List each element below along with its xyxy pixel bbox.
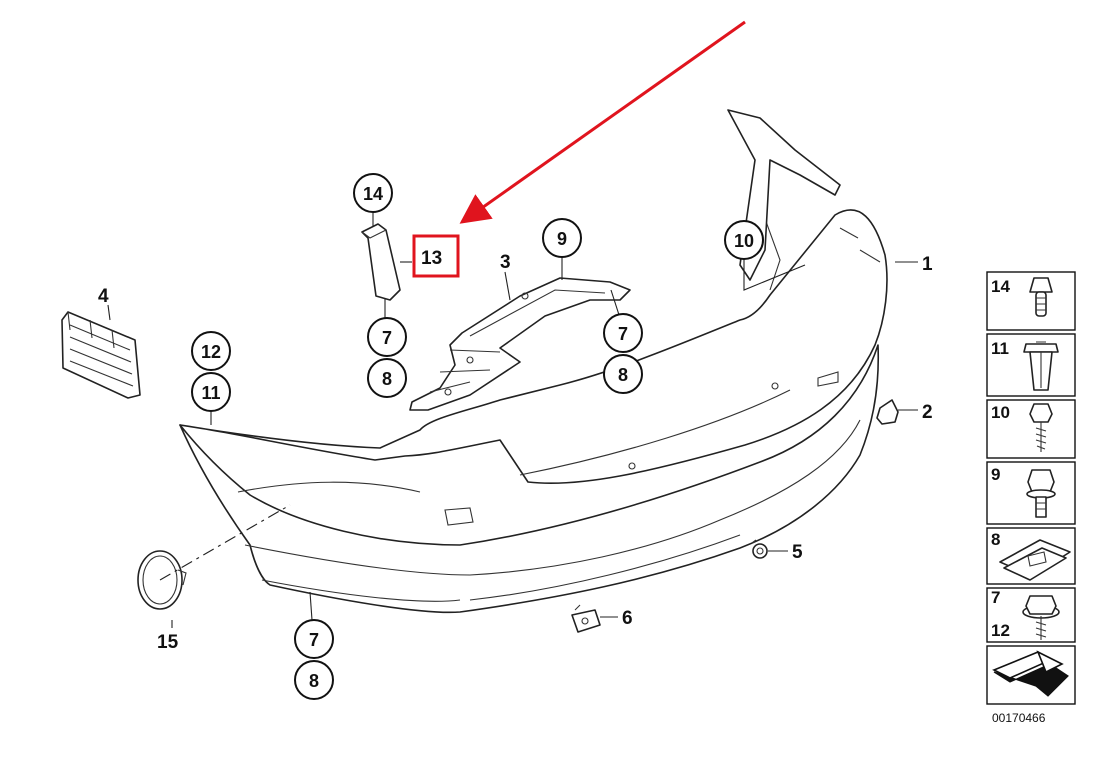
svg-text:9: 9	[557, 229, 567, 249]
callout-circle-9: 9	[542, 218, 582, 258]
svg-text:9: 9	[991, 465, 1000, 484]
small-cap	[876, 399, 899, 425]
callout-2: 2	[922, 402, 933, 423]
sensor-clip	[751, 539, 768, 559]
center-bracket	[409, 277, 631, 411]
callout-circle-7-c: 7	[294, 619, 334, 659]
highlight-arrow	[459, 20, 746, 224]
callout-circle-11: 11	[191, 372, 231, 412]
callout-1: 1	[922, 254, 933, 275]
svg-text:11: 11	[991, 339, 1009, 358]
forward-arrow-icon	[992, 650, 1069, 697]
svg-text:7: 7	[309, 630, 319, 650]
push-rivet-icon	[1029, 277, 1053, 317]
callout-circle-7-b: 7	[603, 313, 643, 353]
spring-nut-icon	[999, 539, 1071, 581]
expanding-nut-icon	[1023, 341, 1059, 391]
svg-text:8: 8	[618, 365, 628, 385]
key-item-14: 14	[986, 271, 1076, 331]
sensor-holder	[571, 604, 601, 633]
leader-lines	[107, 213, 918, 628]
svg-text:8: 8	[991, 530, 1000, 549]
left-grille-insert	[61, 311, 141, 399]
key-item-7-12: 7 12	[986, 587, 1076, 643]
svg-text:7: 7	[618, 324, 628, 344]
hex-bolt-icon	[1022, 595, 1060, 640]
svg-text:14: 14	[991, 277, 1010, 296]
callout-circle-10: 10	[724, 220, 764, 260]
drawing-reference-number: 00170466	[992, 711, 1046, 725]
callout-3: 3	[500, 252, 511, 273]
guide-strip	[361, 223, 401, 301]
svg-text:7: 7	[382, 328, 392, 348]
key-item-10: 10	[986, 399, 1076, 459]
callout-circle-7-a: 7	[367, 317, 407, 357]
key-item-9: 9	[986, 461, 1076, 525]
callout-6: 6	[622, 608, 633, 629]
collar-bolt-icon	[1026, 469, 1056, 518]
key-item-8: 8	[986, 527, 1076, 585]
svg-text:7: 7	[991, 588, 1000, 607]
callout-5: 5	[792, 542, 803, 563]
callout-circle-12: 12	[191, 331, 231, 371]
callout-15: 15	[157, 632, 179, 653]
svg-text:10: 10	[734, 231, 754, 251]
svg-text:14: 14	[363, 184, 383, 204]
bumper-cover	[179, 109, 888, 614]
svg-text:11: 11	[201, 383, 220, 403]
callout-circle-14: 14	[353, 173, 393, 213]
callout-circle-8-c: 8	[294, 660, 334, 700]
fastener-key: 14 11 10	[986, 271, 1076, 705]
svg-text:12: 12	[201, 342, 221, 362]
callout-circle-8-a: 8	[367, 358, 407, 398]
svg-text:12: 12	[991, 621, 1010, 640]
callout-13: 13	[421, 248, 442, 269]
key-item-arrow	[986, 645, 1076, 705]
self-tapping-screw-icon	[1029, 403, 1053, 452]
svg-text:10: 10	[991, 403, 1010, 422]
key-item-11: 11	[986, 333, 1076, 397]
svg-text:8: 8	[382, 369, 392, 389]
callout-circle-8-b: 8	[603, 354, 643, 394]
callout-4: 4	[98, 286, 109, 307]
svg-text:8: 8	[309, 671, 319, 691]
highlight-box-13	[412, 234, 460, 278]
tow-hook-cover	[137, 550, 187, 610]
